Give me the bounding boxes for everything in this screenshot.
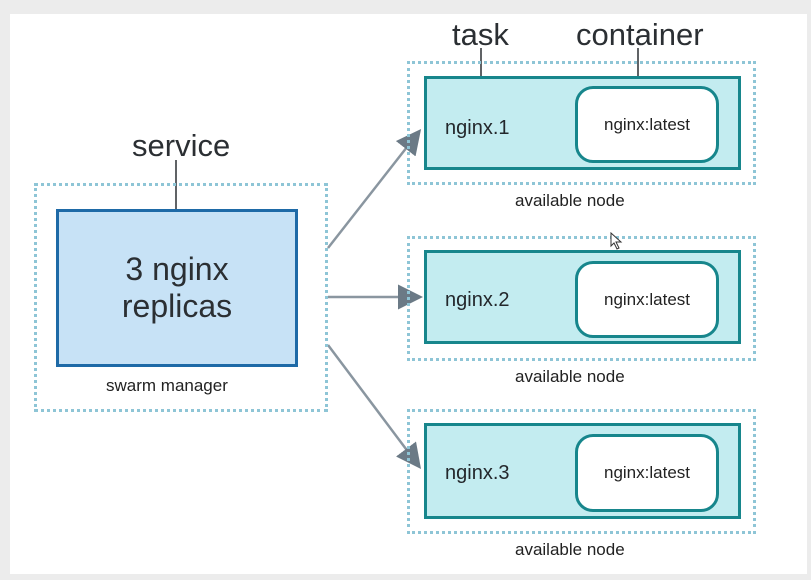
container-box-1: nginx:latest — [575, 86, 719, 163]
service-label: service — [132, 128, 231, 163]
service-line-1: 3 nginx — [125, 251, 229, 288]
service-line-2: replicas — [121, 288, 233, 324]
node-caption-2: available node — [515, 367, 625, 386]
container-label: container — [576, 17, 704, 52]
node-boundary-2 — [407, 236, 756, 361]
arrow-to-node-3 — [327, 344, 421, 469]
task-box-2: nginx.2 nginx:latest — [424, 250, 741, 344]
node-boundary-3 — [407, 409, 756, 534]
arrow-to-node-1 — [327, 129, 422, 249]
task-name-3: nginx.3 — [445, 462, 510, 484]
task-box-3: nginx.3 nginx:latest — [424, 423, 741, 519]
task-name-1: nginx.1 — [445, 117, 510, 139]
container-box-3: nginx:latest — [575, 434, 719, 512]
task-name-2: nginx.2 — [445, 289, 510, 311]
node-caption-1: available node — [515, 191, 625, 210]
task-label: task — [452, 17, 509, 52]
container-box-2: nginx:latest — [575, 261, 719, 338]
node-caption-3: available node — [515, 540, 625, 559]
node-boundary-1 — [407, 61, 756, 185]
task-box-1: nginx.1 nginx:latest — [424, 76, 741, 170]
service-box: 3 nginx replicas — [56, 209, 298, 367]
swarm-manager-boundary — [34, 183, 328, 412]
mouse-pointer-icon — [610, 232, 623, 250]
swarm-manager-caption: swarm manager — [106, 376, 228, 395]
